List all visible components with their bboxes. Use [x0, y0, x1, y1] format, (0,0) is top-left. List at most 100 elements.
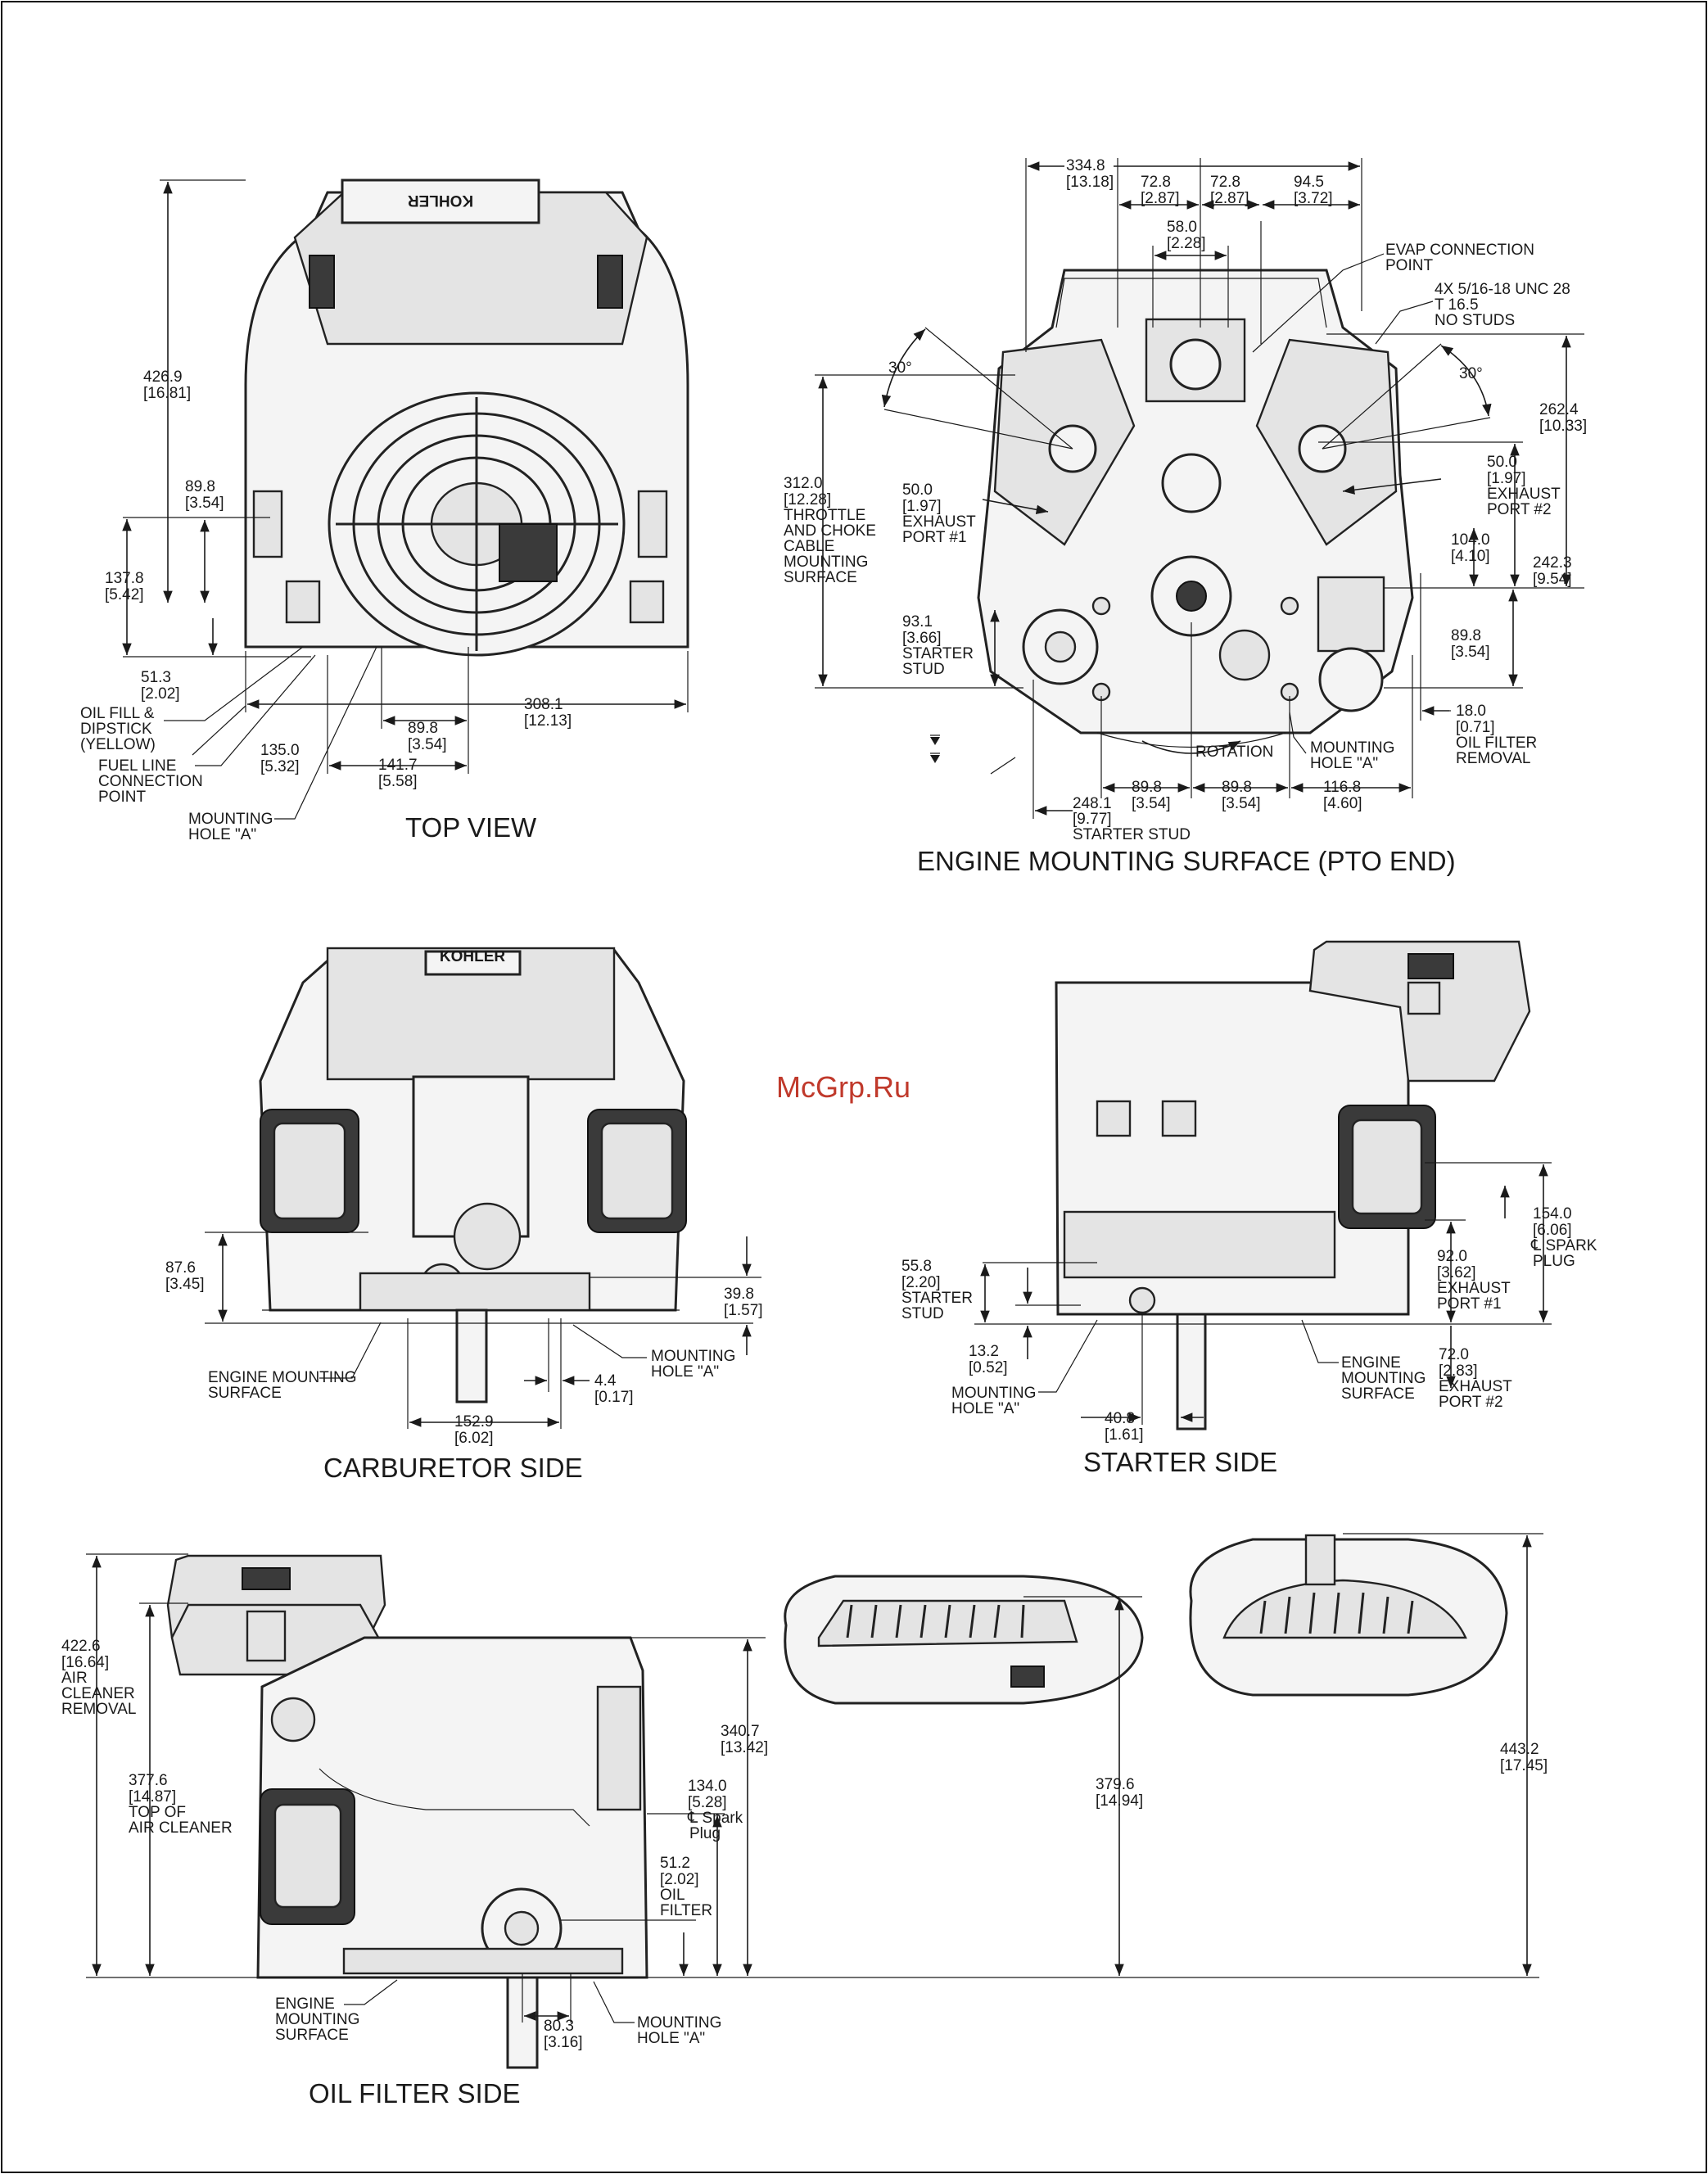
pto-callout-rotation: ROTATION: [1195, 743, 1273, 761]
oil-callout-tac-2: AIR CLEANER: [129, 1819, 233, 1837]
starter-dim-92-0: 92.0: [1437, 1248, 1467, 1265]
pto-callout-throttle-2: AND CHOKE: [784, 522, 876, 540]
top-dim-51-3: 51.3: [141, 669, 171, 686]
oil-dim-5-28: [5.28]: [688, 1794, 727, 1811]
top-callout-fuel-1: FUEL LINE: [98, 757, 176, 775]
top-callout-mount-1: MOUNTING: [188, 811, 273, 828]
pto-dim-3-72: [3.72]: [1294, 190, 1333, 207]
starter-callout-ex2-1: EXHAUST: [1439, 1378, 1512, 1395]
oil-filter-side-view: 422.6 [16.64] 377.6 [14.87] 340.7 [13.42…: [61, 1533, 1548, 2108]
pto-callout-throttle-1: THROTTLE: [784, 507, 865, 524]
top-dim-141-7: 141.7: [378, 757, 418, 774]
starter-side-view: 55.8 [2.20] 13.2 [0.52] 40.8 [1.61] 154.…: [901, 940, 1597, 1477]
pto-dim-9-77: [9.77]: [1073, 811, 1112, 828]
pto-dim-242-3: 242.3: [1533, 554, 1572, 572]
pto-dim-2-87-a: [2.87]: [1141, 190, 1180, 207]
pto-dim-89-8-b: 89.8: [1222, 779, 1252, 796]
pto-dim-13-18: [13.18]: [1066, 174, 1114, 191]
oil-callout-mount-2: HOLE "A": [637, 2030, 705, 2047]
oil-callout-tac-1: TOP OF: [129, 1804, 186, 1821]
starter-dim-13-2: 13.2: [969, 1343, 999, 1360]
top-dim-12-13: [12.13]: [524, 712, 572, 730]
oil-dim-340-7: 340.7: [721, 1723, 760, 1740]
oil-callout-ems-1: ENGINE: [275, 1995, 335, 2013]
pto-dim-72-8-a: 72.8: [1141, 174, 1171, 191]
carb-dim-0-17: [0.17]: [594, 1389, 634, 1406]
starter-dim-2-83: [2.83]: [1439, 1363, 1478, 1380]
top-dim-5-32: [5.32]: [260, 758, 300, 775]
pto-dim-72-8-b: 72.8: [1210, 174, 1240, 191]
oil-dim-17-45: [17.45]: [1500, 1757, 1548, 1774]
starter-callout-ems-1: ENGINE: [1341, 1354, 1401, 1372]
starter-dim-154-0: 154.0: [1533, 1205, 1572, 1223]
pto-dim-116-8: 116.8: [1323, 779, 1361, 796]
starter-callout-ems-3: SURFACE: [1341, 1385, 1415, 1403]
oil-dim-51-2: 51.2: [660, 1855, 690, 1872]
starter-callout-ex2-2: PORT #2: [1439, 1394, 1503, 1411]
top-dim-5-42: [5.42]: [105, 586, 144, 603]
oil-callout-acr-3: REMOVAL: [61, 1701, 137, 1718]
starter-dim-55-8: 55.8: [901, 1258, 932, 1275]
pto-callout-starter-2: STUD: [902, 661, 945, 678]
top-dim-89-8-v: 89.8: [185, 478, 215, 495]
pto-view-engine-drawing: [977, 269, 1414, 748]
starter-dim-72-0: 72.0: [1439, 1346, 1469, 1363]
pto-dim-262-4: 262.4: [1539, 401, 1579, 418]
pto-dim-94-5: 94.5: [1294, 174, 1324, 191]
carb-dim-39-8: 39.8: [724, 1286, 754, 1303]
carburetor-side-callouts: ENGINE MOUNTING SURFACE MOUNTING HOLE "A…: [208, 1348, 735, 1402]
pto-callout-starter-1: STARTER: [902, 645, 974, 662]
pto-callout-unc-2: T 16.5: [1435, 296, 1479, 314]
starter-callout-starter-2: STUD: [901, 1305, 944, 1322]
pto-callout-unc-1: 4X 5/16-18 UNC 28: [1435, 281, 1570, 298]
top-view: KOHLER 426.9 [16.81] 89.8 [3.54]: [80, 179, 689, 843]
pto-dim-18-0: 18.0: [1456, 703, 1486, 720]
pto-dim-50-0-r: 50.0: [1487, 454, 1517, 471]
oil-filter-side-dimensions: 422.6 [16.64] 377.6 [14.87] 340.7 [13.42…: [61, 1533, 1548, 2051]
starter-side-engine-drawing: [1055, 940, 1531, 1431]
top-callout-oil-fill-1: OIL FILL &: [80, 705, 155, 722]
starter-callout-spark-1: ℄ SPARK: [1530, 1237, 1597, 1254]
starter-dim-6-06: [6.06]: [1533, 1222, 1572, 1239]
carb-callout-ems-2: SURFACE: [208, 1385, 282, 1402]
pto-callout-oil-filter-2: REMOVAL: [1456, 750, 1531, 767]
pto-callout-throttle-5: SURFACE: [784, 569, 857, 586]
pto-dim-angle-right: 30°: [1459, 365, 1483, 382]
top-dim-16-81: [16.81]: [143, 385, 191, 402]
pto-dim-3-54-v: [3.54]: [1451, 644, 1490, 661]
pto-dim-9-54: [9.54]: [1533, 571, 1572, 588]
top-dim-89-8-h: 89.8: [408, 720, 438, 737]
oil-callout-spark-2: Plug: [689, 1825, 721, 1842]
oil-dim-14-94: [14.94]: [1096, 1792, 1143, 1810]
oil-callout-mount-1: MOUNTING: [637, 2014, 721, 2032]
pto-dim-10-33: [10.33]: [1539, 418, 1587, 435]
pto-dim-58-0: 58.0: [1167, 219, 1197, 236]
oil-callout-acr-2: CLEANER: [61, 1685, 135, 1702]
oil-callout-spark-1: ℄ Spark: [687, 1810, 743, 1827]
top-view-callouts: OIL FILL & DIPSTICK (YELLOW) FUEL LINE C…: [80, 705, 273, 843]
oil-dim-3-16: [3.16]: [544, 2034, 583, 2051]
pto-dim-3-54-a: [3.54]: [1132, 795, 1171, 812]
pto-view: 334.8 [13.18] 72.8 [2.87] 72.8 [2.87] 94…: [784, 157, 1587, 876]
carb-dim-4-4: 4.4: [594, 1372, 617, 1390]
starter-callout-ems-2: MOUNTING: [1341, 1370, 1426, 1387]
pto-dim-334-8: 334.8: [1066, 157, 1105, 174]
pto-dim-93-1: 93.1: [902, 613, 933, 631]
oil-callout-of-1: OIL: [660, 1887, 685, 1904]
carburetor-side-dimensions: 87.6 [3.45] 39.8 [1.57] 4.4 [0.17] 152.9…: [165, 1232, 763, 1447]
pto-dim-248-1: 248.1: [1073, 795, 1112, 812]
top-dim-2-02: [2.02]: [141, 685, 180, 703]
top-dim-426-9: 426.9: [143, 368, 183, 386]
top-callout-oil-fill-2: DIPSTICK: [80, 721, 152, 738]
pto-callout-oil-filter-1: OIL FILTER: [1456, 734, 1537, 752]
pto-callout-mount-1: MOUNTING: [1310, 739, 1394, 757]
oil-dim-379-6: 379.6: [1096, 1776, 1135, 1793]
pto-dim-89-8-v: 89.8: [1451, 627, 1481, 644]
oil-dim-2-02: [2.02]: [660, 1871, 699, 1888]
carb-callout-ems-1: ENGINE MOUNTING: [208, 1369, 357, 1386]
pto-dim-12-28: [12.28]: [784, 491, 831, 508]
carburetor-side-engine-drawing: KOHLER: [259, 947, 687, 1403]
starter-dim-3-62: [3.62]: [1437, 1264, 1476, 1281]
top-dim-137-8: 137.8: [105, 570, 144, 587]
